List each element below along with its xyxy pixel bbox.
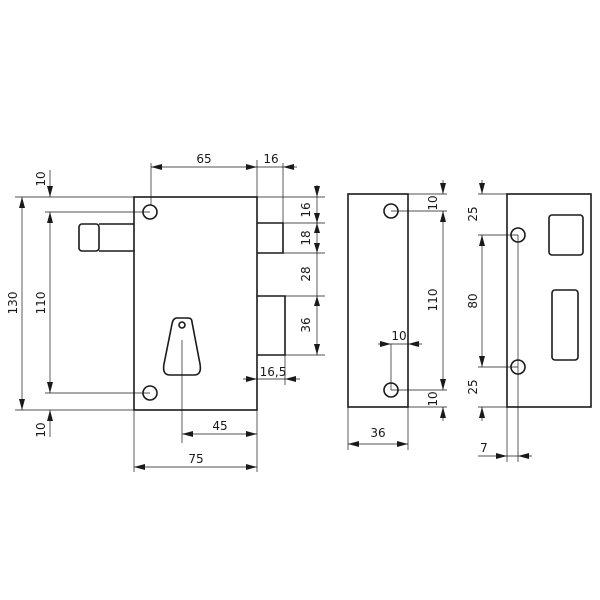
left-bolt-bar — [99, 223, 134, 252]
side-dim-top: 10 — [426, 195, 440, 210]
keyhole-escutcheon — [162, 317, 202, 376]
lock-case — [133, 196, 258, 411]
side-dim-spacing: 110 — [426, 289, 440, 312]
side-plate — [347, 193, 409, 408]
dimension-lines — [21, 166, 318, 468]
strike-dim-hole-offset: 7 — [480, 441, 488, 455]
dim-top-to-bolt: 16 — [299, 202, 313, 217]
dim-latch-projection: 16,5 — [260, 365, 287, 379]
side-extension-lines — [347, 193, 447, 450]
dim-latch-height: 36 — [299, 317, 313, 332]
strike-dim-spacing: 80 — [466, 293, 480, 308]
dimension-arrows — [19, 164, 320, 470]
dim-bolt-projection: 16 — [263, 152, 278, 166]
side-dim-bottom: 10 — [426, 391, 440, 406]
dim-height-total: 130 — [6, 292, 20, 315]
side-dim-width: 36 — [370, 426, 385, 440]
strike-dim-top: 25 — [466, 206, 480, 221]
dim-bottom-margin: 10 — [34, 422, 48, 437]
left-bolt-head — [78, 223, 100, 252]
side-dim-hole-offset: 10 — [391, 329, 406, 343]
latch-bolt — [257, 295, 286, 356]
dim-hole-to-edge: 65 — [196, 152, 211, 166]
bolt-slot — [548, 214, 584, 256]
dim-top-margin: 10 — [34, 171, 48, 186]
key-pin — [178, 321, 186, 329]
strike-plate — [506, 193, 592, 408]
strike-plate-view: 25 80 25 7 — [466, 180, 592, 462]
dim-width: 75 — [188, 452, 203, 466]
lock-body-view: 65 16 130 110 10 10 16 18 28 36 16,5 45 … — [6, 152, 325, 472]
dead-bolt — [257, 222, 284, 254]
strike-dimension-lines — [478, 180, 532, 457]
strike-dimension-arrows — [479, 183, 529, 459]
strike-dim-bottom: 25 — [466, 379, 480, 394]
dim-hole-spacing: 110 — [34, 292, 48, 315]
side-plate-view: 10 110 10 10 36 — [347, 180, 447, 450]
dim-bolt-height: 18 — [299, 230, 313, 245]
dim-key-to-edge: 45 — [212, 419, 227, 433]
strike-extension-lines — [478, 193, 519, 462]
extension-lines — [15, 160, 325, 472]
dim-bolt-gap: 28 — [299, 266, 313, 281]
latch-slot — [551, 289, 579, 361]
